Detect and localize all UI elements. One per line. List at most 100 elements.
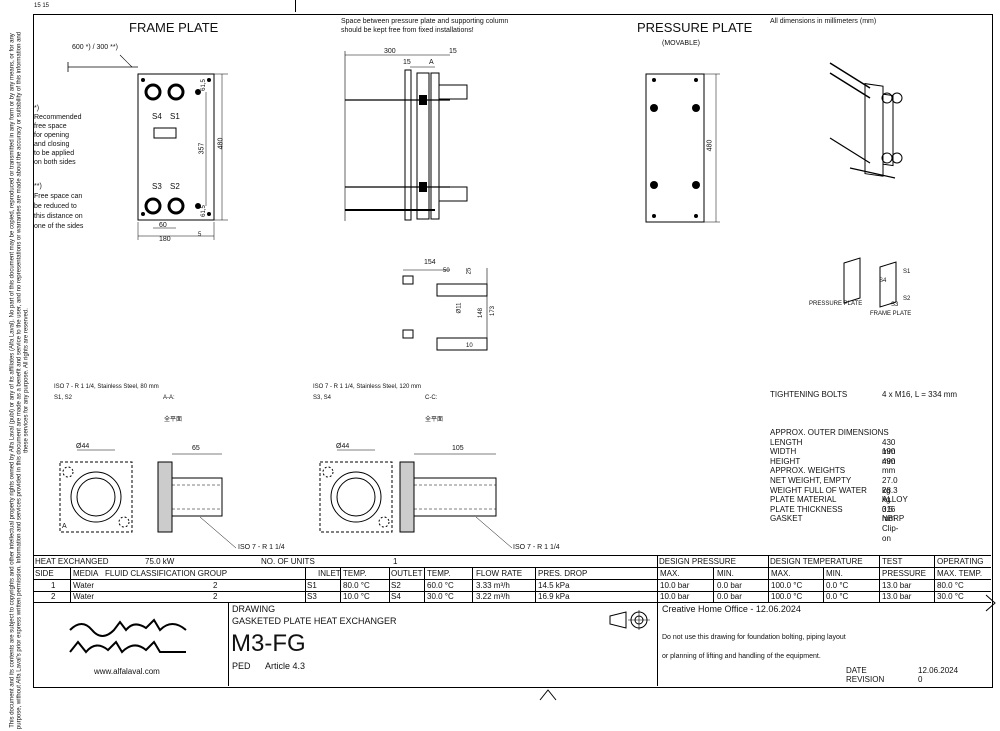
table-header-row: SIDE MEDIA FLUID CLASSIFICATION GROUP IN… (33, 568, 991, 580)
conn2-dia: Ø44 (336, 443, 350, 450)
frame-dim-61-top: 61,5 (200, 79, 207, 91)
drawing-label: DRAWING (232, 604, 276, 614)
conn1-length: 65 (192, 445, 200, 452)
title-block-sep-1 (228, 602, 229, 686)
plate-port-s4: S4 (879, 278, 887, 284)
frame-dim-61-bottom: 61,5 (200, 205, 207, 217)
col-sep-outlet (389, 568, 390, 602)
revision-value: 0 (918, 675, 923, 684)
foot-dim-25: 25 (466, 267, 473, 275)
frame-plate-drawing (67, 54, 228, 240)
frame-dim-180: 180 (159, 236, 171, 243)
col-sep-inlet (305, 568, 306, 602)
plate-port-s1: S1 (903, 269, 911, 275)
foot-detail-drawing (402, 268, 488, 351)
pressure-plate-title: PRESSURE PLATE (637, 20, 753, 35)
frame-dim-480: 480 (217, 137, 225, 150)
foot-dim-148: 148 (478, 307, 485, 319)
table-top-rule (33, 555, 991, 556)
plate-port-s2: S2 (903, 296, 911, 302)
conn2-thread: ISO 7 - R 1 1/4 (513, 544, 560, 551)
conn1-mark-a: A (62, 523, 67, 530)
plate-port-s3: S3 (891, 302, 899, 308)
col-sep-media (70, 568, 71, 602)
conn2-section: C-C: (425, 395, 438, 401)
side-section-a: A (429, 59, 434, 66)
tightening-bolts-label: TIGHTENING BOLTS (770, 390, 848, 399)
ped-label: PED (232, 661, 251, 671)
foot-dim-10: 10 (466, 343, 473, 349)
conn1-ports: S1, S2 (54, 395, 73, 401)
col-sep-flow (472, 568, 473, 602)
foot-dim-173: 173 (490, 305, 497, 317)
frame-dim-60: 60 (159, 222, 167, 229)
conn2-drawing (319, 449, 513, 549)
date-value: 12.06.2024 (918, 666, 959, 675)
side-dim-15-inner: 15 (403, 59, 411, 66)
pressure-dim-480: 480 (706, 139, 714, 152)
conn2-length: 105 (452, 445, 464, 452)
product-label: GASKETED PLATE HEAT EXCHANGER (232, 616, 397, 626)
frame-port-s2: S2 (170, 182, 180, 191)
model-name: M3-FG (231, 630, 306, 657)
side-dim-300: 300 (384, 48, 396, 55)
conn2-spec: ISO 7 - R 1 1/4, Stainless Steel, 120 mm (313, 384, 422, 390)
conn1-thread: ISO 7 - R 1 1/4 (238, 544, 285, 551)
table-summary-row: HEAT EXCHANGED 75.0 kW NO. OF UNITS 1 DE… (33, 556, 991, 568)
frame-plate-clearance: 600 *) / 300 **) (72, 44, 118, 51)
conn1-dia: Ø44 (76, 443, 90, 450)
conn1-chinese: 全平面 (164, 417, 183, 423)
alfa-laval-logo (69, 618, 187, 654)
pressure-plate-drawing (645, 73, 720, 223)
pressure-plate-subtitle: (MOVABLE) (662, 40, 700, 47)
table-row-1: 1 Water 2 S1 80.0 °C S2 60.0 °C 3.33 m³/… (33, 580, 991, 592)
projection-symbol-icon (609, 610, 650, 630)
office-label: Creative Home Office - 12.06.2024 (662, 604, 801, 614)
date-label: DATE (846, 666, 867, 675)
col-sep-pmin (713, 568, 714, 602)
title-block-sep-2 (657, 602, 658, 686)
plates-separated-drawing (843, 257, 897, 308)
side-view-note: Space between pressure plate and support… (341, 18, 509, 34)
foot-dim-o11: Ø11 (456, 302, 463, 314)
frame-dim-5: 5 (198, 232, 202, 238)
frame-port-s1: S1 (170, 112, 180, 121)
warning-line-2: or planning of lifting and handling of t… (662, 653, 821, 660)
col-sep-drop (535, 568, 536, 602)
frame-port-s3: S3 (152, 182, 162, 191)
tightening-bolts-value: 4 x M16, L = 334 mm (882, 390, 958, 399)
units-note: All dimensions in millimeters (mm) (770, 18, 877, 25)
col-sep-tmin (823, 568, 824, 602)
side-view-drawing (344, 51, 468, 221)
conn1-drawing (59, 449, 237, 549)
top-center-tick (295, 0, 296, 12)
corner-mark-right (985, 594, 996, 612)
warning-line-1: Do not use this drawing for foundation b… (662, 634, 846, 641)
conn2-chinese: 全平面 (425, 417, 444, 423)
copyright-side-text: This document and its contents are subje… (9, 31, 30, 730)
frame-dim-357: 357 (198, 142, 206, 155)
conn2-ports: S3, S4 (313, 395, 332, 401)
conn1-spec: ISO 7 - R 1 1/4, Stainless Steel, 80 mm (54, 384, 159, 390)
article-label: Article 4.3 (265, 661, 306, 671)
frame-port-s4: S4 (152, 112, 162, 121)
foot-dim-154: 154 (424, 259, 436, 266)
corner-mark-bottom (539, 689, 557, 701)
top-marks: 15 15 (34, 3, 50, 9)
revision-label: REVISION (846, 675, 885, 684)
logo-url: www.alfalaval.com (94, 667, 160, 676)
plate-label-frame: FRAME PLATE (870, 311, 912, 317)
col-sep-temp1 (340, 568, 341, 602)
side-dim-15-top: 15 (449, 48, 457, 55)
frame-plate-title: FRAME PLATE (129, 20, 219, 35)
drawing-border (33, 14, 993, 688)
table-row-2: 2 Water 2 S3 10.0 °C S4 30.0 °C 3.22 m³/… (33, 592, 991, 603)
isometric-view (829, 62, 903, 179)
foot-dim-50: 50 (443, 268, 450, 274)
col-sep-temp2 (424, 568, 425, 602)
plate-label-pressure: PRESSURE PLATE (809, 301, 863, 307)
conn1-section: A-A: (163, 395, 175, 401)
